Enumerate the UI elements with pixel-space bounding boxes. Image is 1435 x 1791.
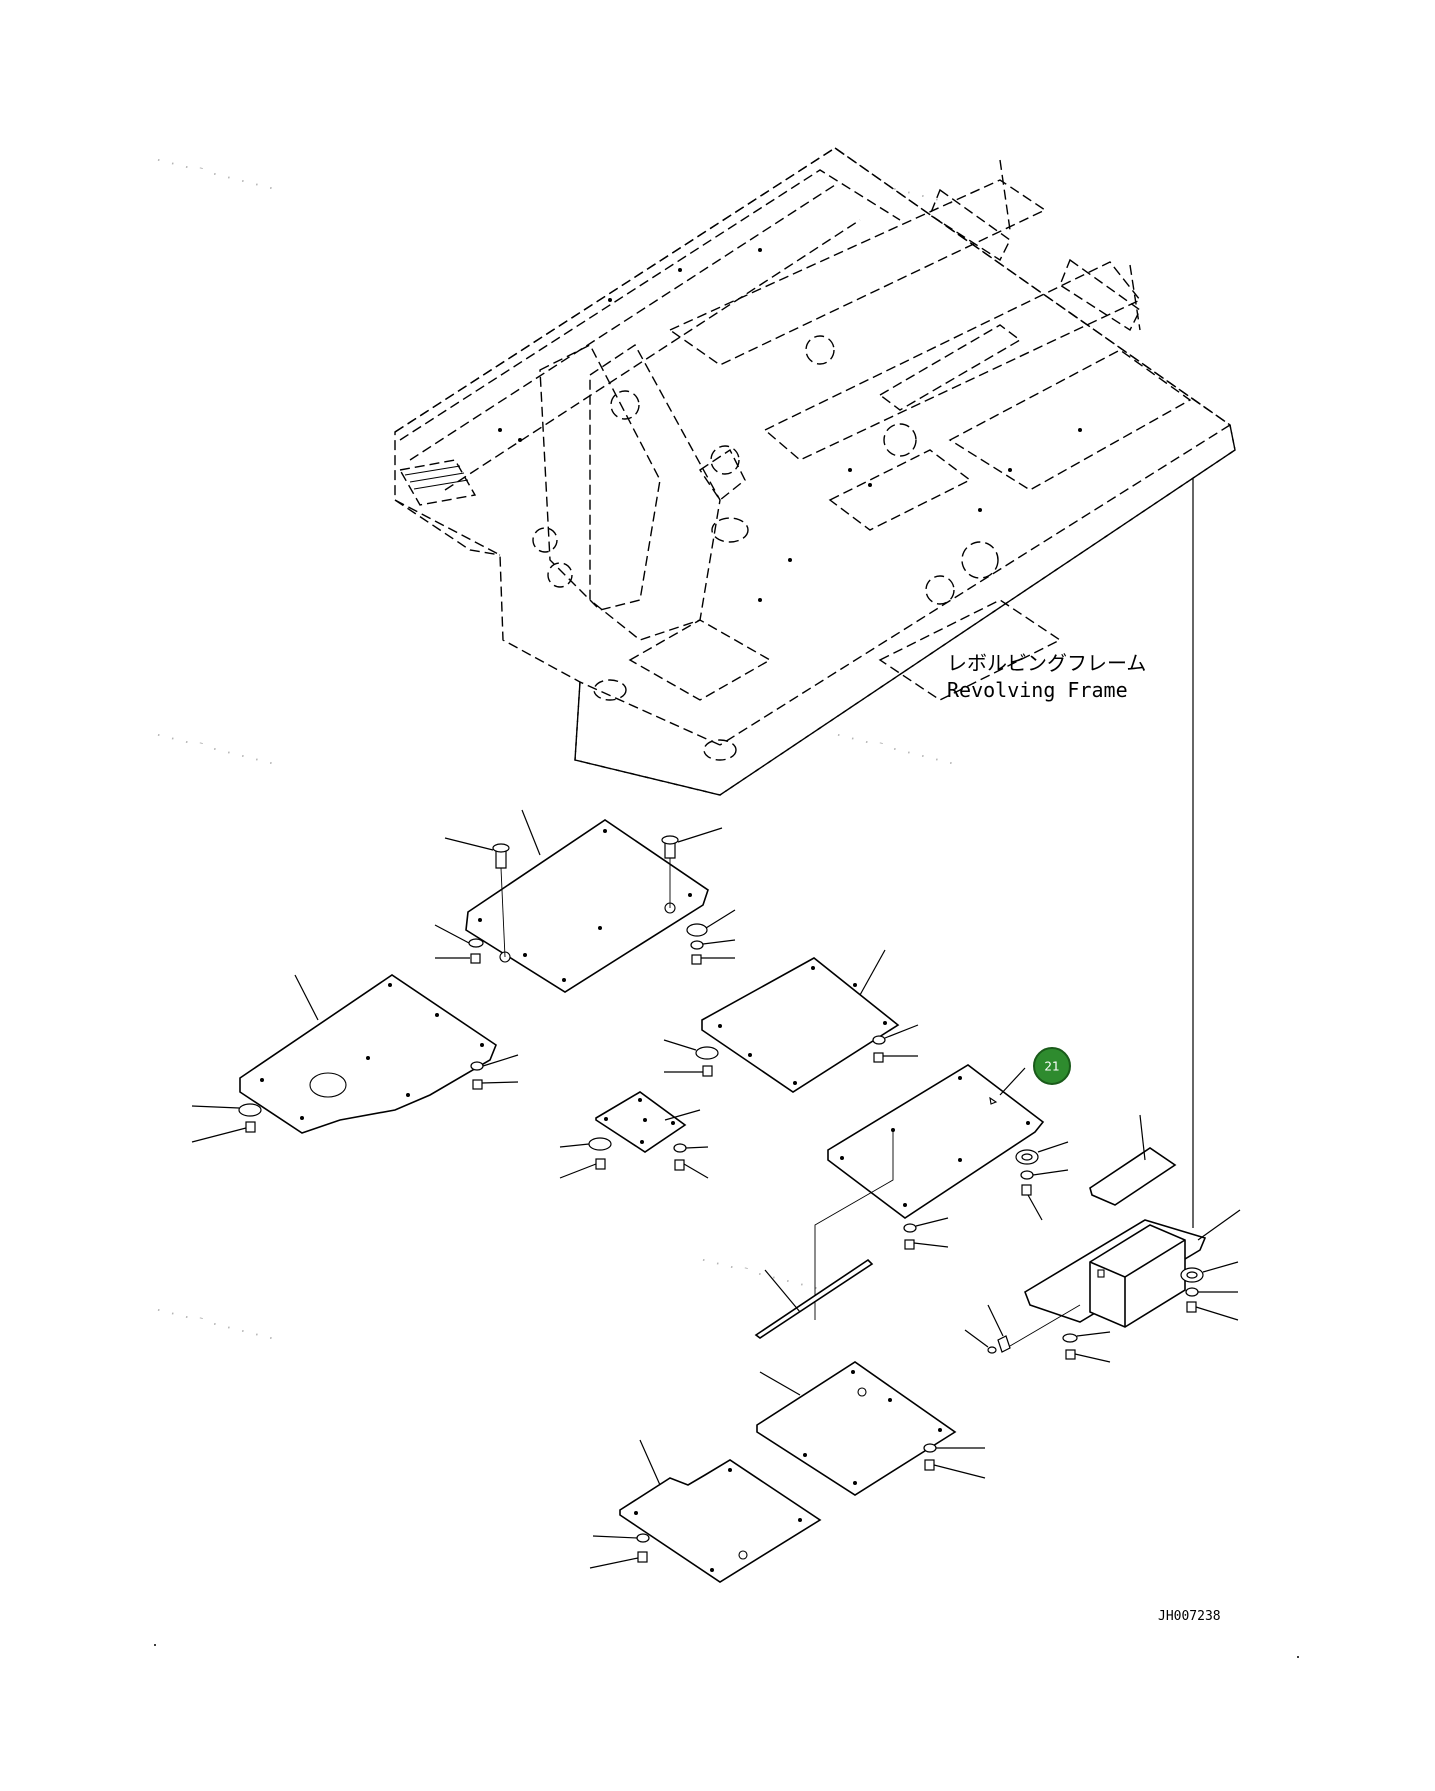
watermark: . . . - . . . . . <box>154 149 277 192</box>
cover-plate-bottom <box>619 1439 822 1583</box>
fasteners-plate-lower-right <box>923 1443 986 1479</box>
fasteners-box-assembly <box>964 1261 1239 1363</box>
watermark: . . . - . . . . . <box>154 724 277 767</box>
corner-mark <box>154 1644 156 1646</box>
watermark: . . . - . . . . . <box>834 724 957 767</box>
cover-plate-top <box>444 809 723 993</box>
pin-left <box>495 849 507 869</box>
frame-label-jp: レボルビングフレーム <box>947 651 1146 675</box>
fasteners-plate-bottom <box>589 1533 650 1569</box>
revolving-frame <box>394 147 1236 796</box>
box-bracket-assembly <box>1024 1114 1241 1328</box>
cover-plate-small <box>595 1091 701 1153</box>
frame-label: レボルビングフレーム Revolving Frame <box>947 651 1146 702</box>
fasteners-plate-middle <box>663 1024 919 1077</box>
cover-plate-callout-21 <box>814 1064 1045 1320</box>
fasteners-plate-left <box>191 1054 519 1143</box>
watermark: . . . - . . . . . <box>699 1249 822 1292</box>
cover-plate-middle <box>701 949 900 1093</box>
callout-21[interactable]: 21 <box>1033 1047 1071 1085</box>
callout-21-badge[interactable] <box>1033 1047 1071 1085</box>
fasteners-plate-small <box>559 1137 709 1179</box>
watermark: . . . - . . . . . <box>154 1299 277 1342</box>
seal-strip <box>754 1258 874 1339</box>
cover-plate-left <box>239 974 497 1134</box>
fasteners-plate-top <box>434 909 736 965</box>
fasteners-plate-callout-21 <box>903 1141 1069 1250</box>
frame-label-en: Revolving Frame <box>947 678 1128 702</box>
drawing-code: JH007238 <box>1158 1609 1221 1624</box>
cover-plate-lower-right <box>756 1361 957 1496</box>
corner-mark <box>1297 1656 1299 1658</box>
